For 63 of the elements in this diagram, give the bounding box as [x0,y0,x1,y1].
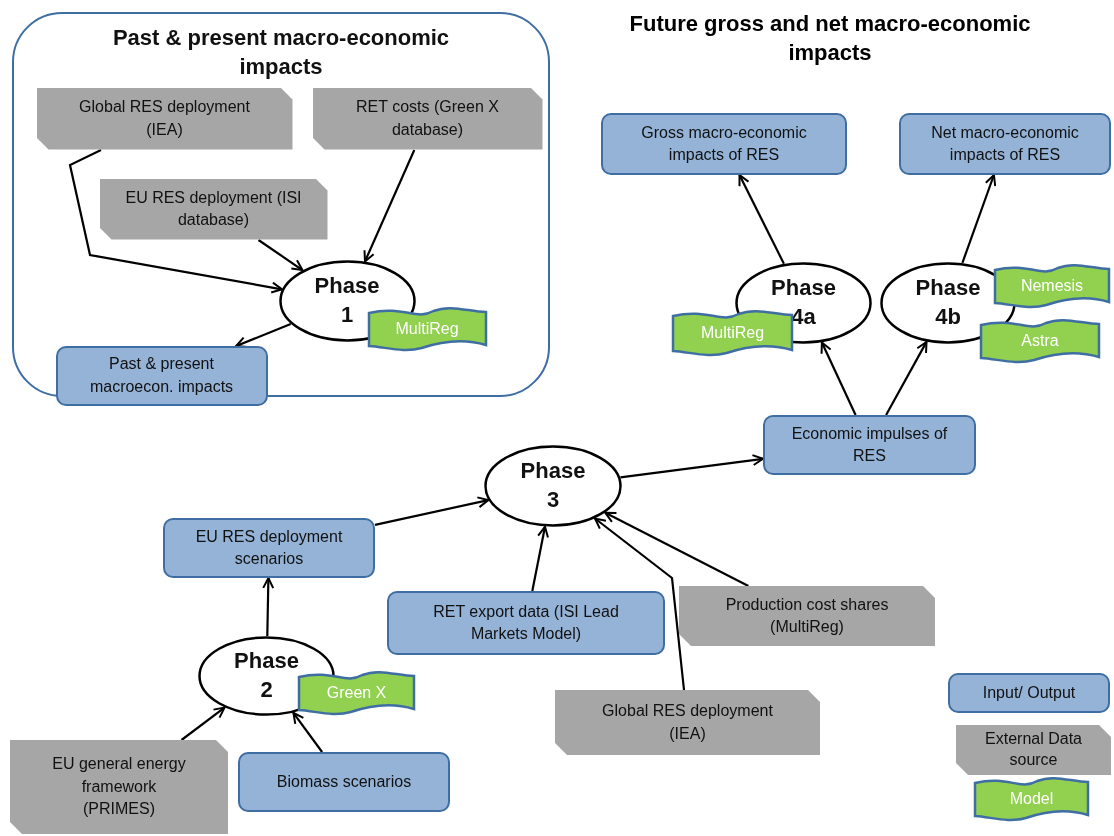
box-text: Gross macro-economic impacts of RES [640,122,808,165]
model-flag [672,311,793,355]
section-heading: Future gross and net macro-economic impacts [628,10,1032,67]
arrow [363,149,416,263]
box-text: Biomass scenarios [275,771,413,792]
input-output-box [763,415,976,475]
box-text: EU RES deployment (ISI database) [124,187,303,230]
arrow [180,706,226,741]
arrow [885,340,928,416]
phase-label: Phase 3 [519,457,587,514]
model-flag [994,265,1110,307]
box-text: Economic impulses of RES [790,423,949,466]
input-output-box [238,752,450,812]
input-output-box [387,591,665,655]
box-text: Production cost shares (MultiReg) [724,594,890,637]
input-output-box [163,518,375,578]
arrow [292,711,323,753]
model-name: MultiReg [700,324,765,342]
arrow [820,341,857,416]
data-source-box [99,178,328,240]
box-text: Global RES deployment (IEA) [601,701,774,744]
box-text: Global RES deployment (IEA) [78,97,251,140]
arrow [738,174,785,265]
phase-label: Phase 4a [770,274,837,331]
data-source-box [312,87,543,150]
phase-ellipse [484,445,622,527]
group-heading: Past & present macro-economic impacts [111,24,451,81]
box-text: EU general energy framework (PRIMES) [51,754,187,820]
arrow [374,496,490,526]
model-name: Green X [326,684,387,702]
arrow [531,525,549,592]
arrow [257,239,304,272]
input-output-box [55,345,268,406]
arrow [620,454,764,479]
model-flag [980,320,1100,362]
box-text: Net macro-economic impacts of RES [930,122,1080,165]
phase-label: Phase 1 [313,271,381,329]
phase-label: Phase 2 [233,647,300,704]
data-source-box [679,586,935,646]
model-name: Astra [1021,332,1059,350]
model-name: Nemesis [1020,277,1084,295]
box-text: RET export data (ISI Lead Markets Model) [432,601,620,644]
arrow [604,511,749,587]
arrow [68,149,283,294]
input-output-box [899,113,1111,175]
model-flag [298,672,415,714]
data-source-box [10,740,228,834]
legend-text: External Data source [984,729,1083,770]
data-source-box [36,87,293,150]
box-text: RET costs (Green X database) [355,97,500,140]
arrow [594,517,686,691]
arrow [235,322,292,348]
data-source-box [555,690,820,755]
model-flag [367,307,487,350]
model-name: MultiReg [395,319,459,338]
input-output-box [601,113,847,175]
legend-text: Model [1009,790,1054,808]
box-text: Past & present macroecon. impacts [88,354,235,397]
arrow [961,174,997,264]
phase-label: Phase 4b [914,274,982,331]
legend-text: Input/ Output [981,682,1077,703]
box-text: EU RES deployment scenarios [194,526,344,569]
arrow [262,577,275,637]
